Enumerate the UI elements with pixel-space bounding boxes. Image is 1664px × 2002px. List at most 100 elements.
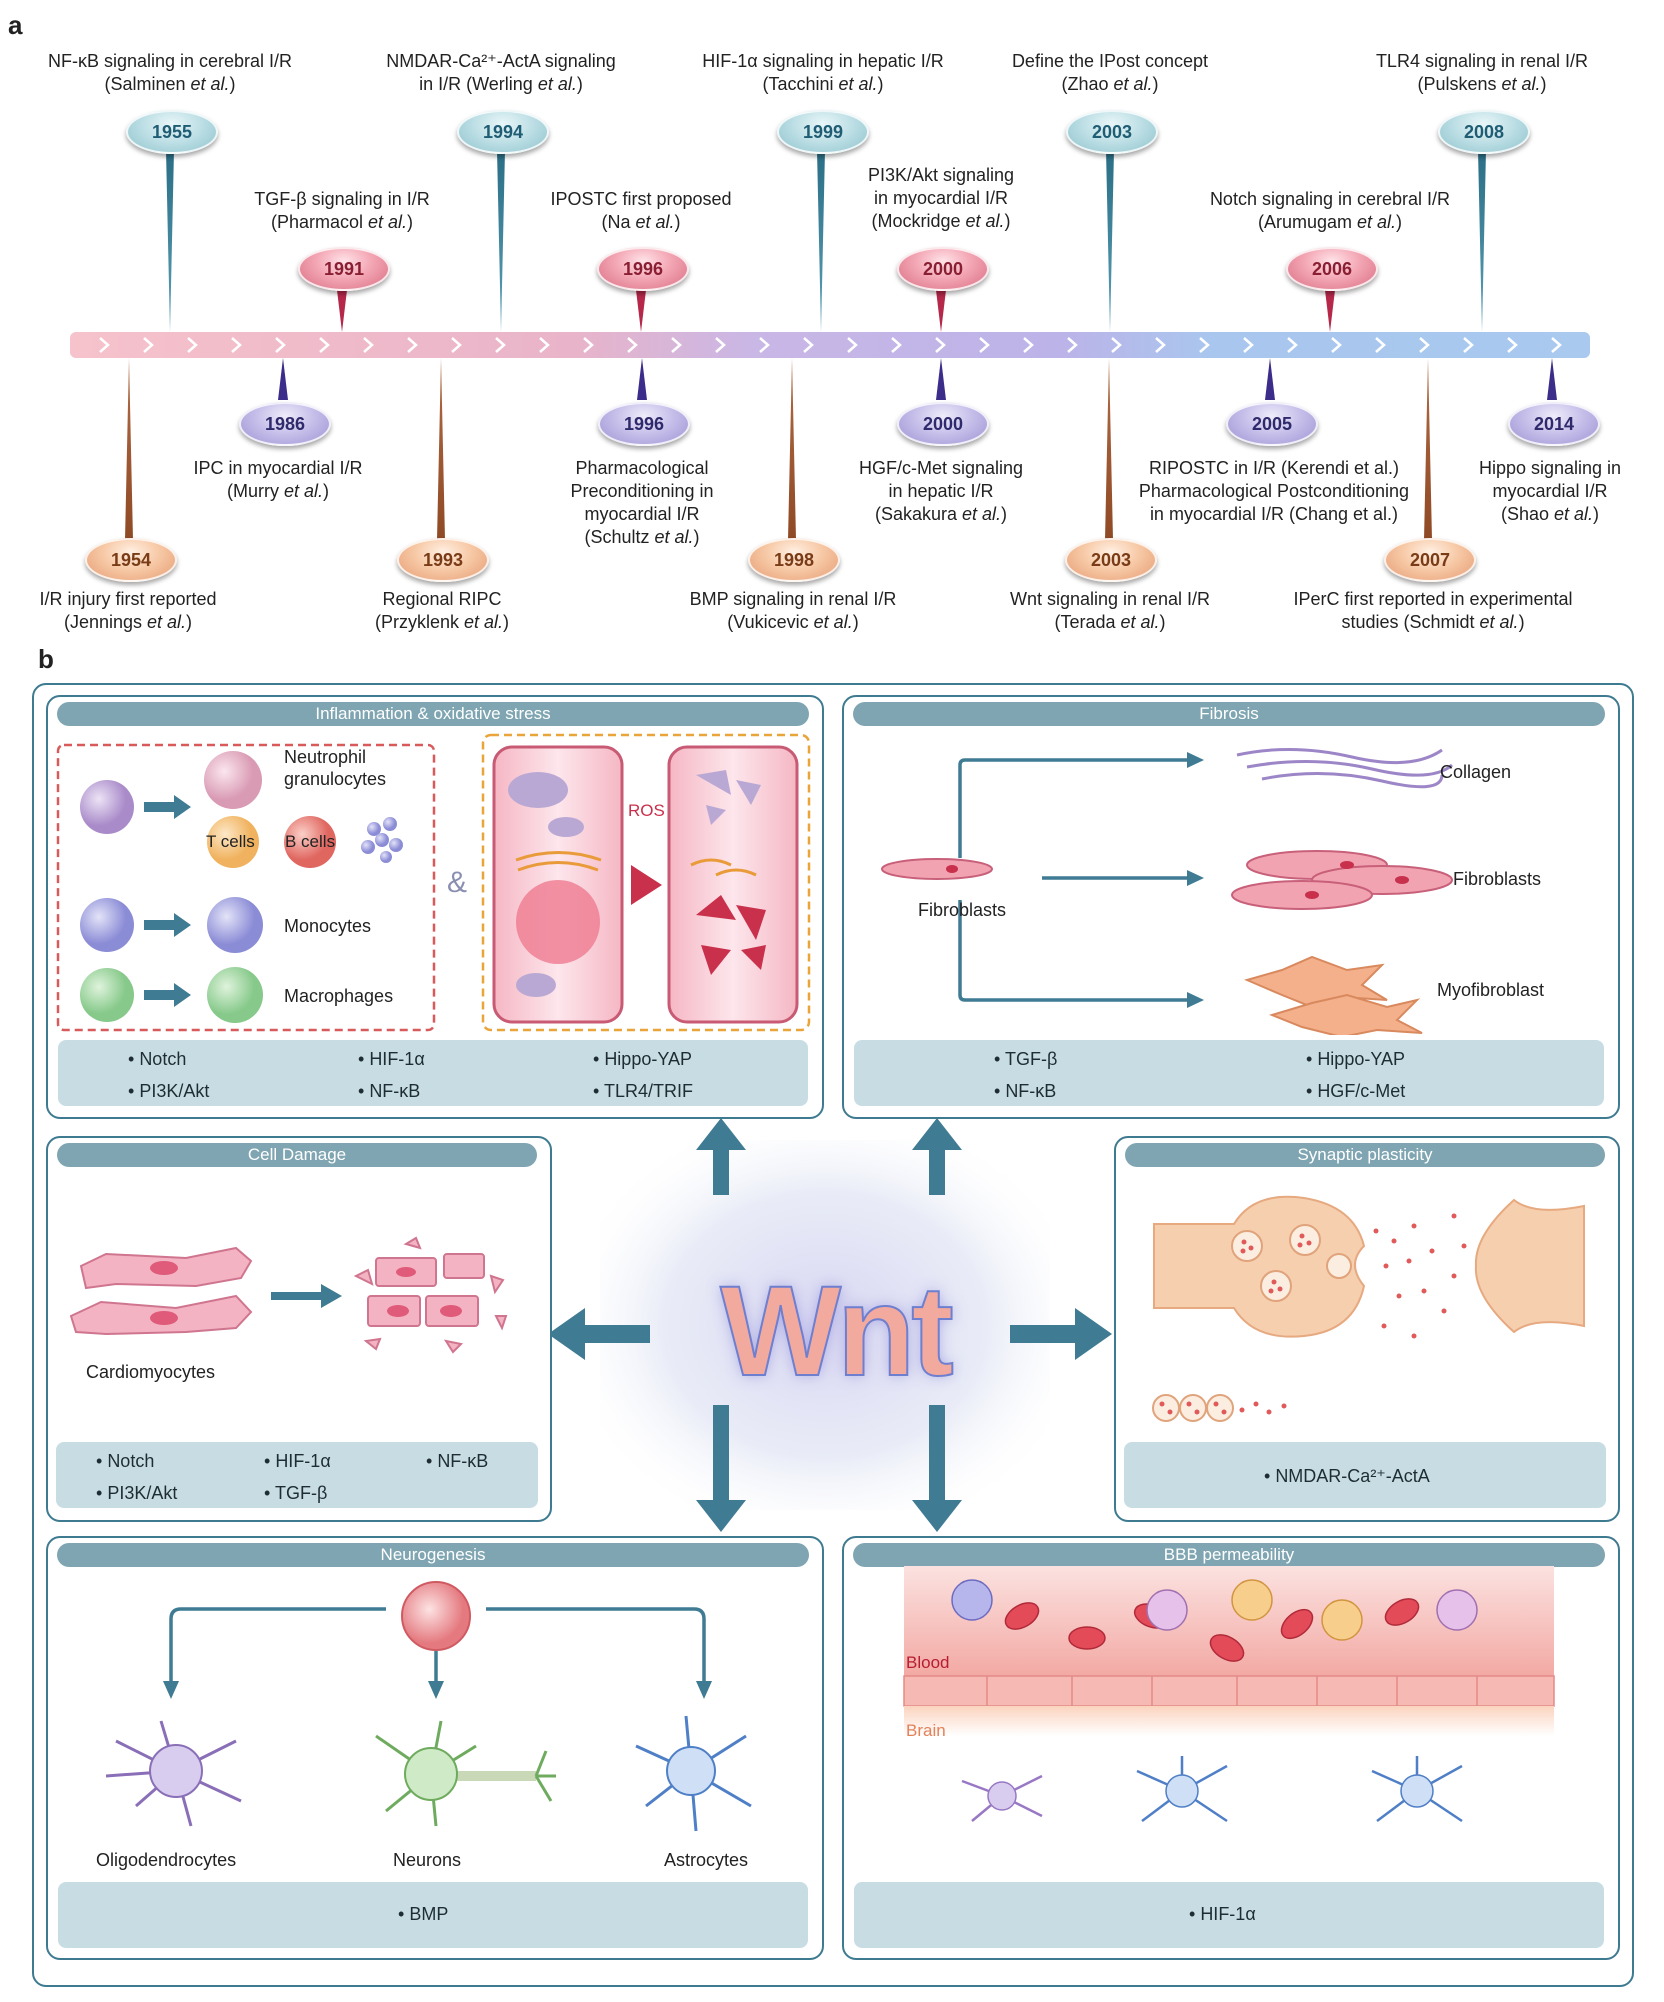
event-1999: HIF-1α signaling in hepatic I/R(Tacchini…: [702, 51, 944, 94]
year-badge-1996-bottom: 1996: [598, 402, 690, 446]
collagen-label: Collagen: [1440, 762, 1512, 782]
event-1954: I/R injury first reported(Jennings et al…: [39, 589, 217, 632]
bbb-neutrophil: [1146, 1589, 1188, 1631]
timeline-chevron: [715, 337, 726, 353]
signal-notch-cd: • Notch: [96, 1451, 155, 1471]
bbb-graphics: [903, 1566, 1555, 1823]
ros-label: ROS: [628, 801, 665, 820]
timeline-chevron: [1111, 337, 1122, 353]
timeline-chevron: [231, 337, 242, 353]
brain-parenchyma: [904, 1706, 1554, 1736]
timeline-chevron: [1155, 337, 1166, 353]
signal-nfkb: • NF-κB: [358, 1081, 421, 1101]
cell-damage-graphics: [69, 1236, 508, 1354]
signal-pi3k-akt-cd: • PI3K/Akt: [96, 1483, 178, 1503]
healthy-mitochondrion: [508, 772, 568, 808]
event-1993: Regional RIPC(Przyklenk et al.): [374, 589, 510, 632]
macrophages-label: Macrophages: [284, 986, 394, 1006]
event-1998: BMP signaling in renal I/R(Vukicevic et …: [689, 589, 897, 632]
signal-hippo-yap: • Hippo-YAP: [593, 1049, 693, 1069]
b-cell: [284, 816, 336, 868]
timeline-chevron: [143, 337, 154, 353]
neural-stem-cell: [401, 1581, 471, 1651]
event-2003-bottom: Wnt signaling in renal I/R(Terada et al.…: [1009, 589, 1211, 632]
timeline-chevron: [1287, 337, 1298, 353]
macrophage-precursor: [80, 968, 134, 1022]
cell-damage-title: Cell Damage: [57, 1143, 537, 1167]
year-badge-1986: 1986: [239, 402, 331, 446]
signal-nfkb-cd: • NF-κB: [426, 1451, 489, 1471]
year-badge-2000-top: 2000: [897, 247, 989, 291]
signal-pi3k-akt: • PI3K/Akt: [128, 1081, 210, 1101]
signal-hif1a: • HIF-1α: [358, 1049, 425, 1069]
synaptic-title: Synaptic plasticity: [1125, 1143, 1605, 1167]
neuron: [375, 1720, 556, 1827]
timeline-chevron: [187, 337, 198, 353]
healthy-nucleus: [516, 880, 600, 964]
ros-arrow: [631, 865, 662, 905]
fibrosis-graphics: [881, 747, 1454, 1035]
myofibroblast-label: Myofibroblast: [1437, 980, 1545, 1000]
signal-hif1a-cd: • HIF-1α: [264, 1451, 331, 1471]
year-badge-2006: 2006: [1286, 247, 1378, 291]
neurotransmitters: [1159, 1213, 1467, 1415]
signal-hgf-cmet: • HGF/c-Met: [1306, 1081, 1406, 1101]
damage-arrow: [271, 1284, 342, 1308]
arrow-down-right: [912, 1405, 962, 1532]
brain-label: Brain: [906, 1721, 946, 1740]
ros-box: [481, 733, 811, 1032]
damaged-cell: [667, 745, 799, 1024]
synaptic-vesicles: [1152, 1224, 1352, 1422]
timeline-chevron: [1067, 337, 1078, 353]
year-badge-2008: 2008: [1438, 110, 1530, 154]
timeline-chevron: [891, 337, 902, 353]
arrow-up-right: [912, 1118, 962, 1195]
inflammation-title: Inflammation & oxidative stress: [57, 702, 809, 726]
timeline-chevron: [1507, 337, 1518, 353]
macrophage-cell: [207, 967, 263, 1023]
arrow-left: [548, 1308, 650, 1360]
timeline-chevron: [1199, 337, 1210, 353]
collagen-fibers: [1236, 747, 1454, 789]
panel-label-a: a: [8, 10, 23, 40]
year-badge-1954: 1954: [85, 538, 177, 582]
year-badge-1998: 1998: [748, 538, 840, 582]
signal-tlr4-trif: • TLR4/TRIF: [593, 1081, 693, 1101]
synaptic-graphics: [1152, 1195, 1585, 1422]
neurogenesis-graphics: [105, 1581, 752, 1832]
neutrophil-label: Neutrophil granulocytes: [284, 747, 387, 789]
timeline-chevron: [979, 337, 990, 353]
timeline-chevron: [99, 337, 110, 353]
event-1955: NF-κB signaling in cerebral I/R(Salminen…: [47, 51, 293, 94]
timeline-chevron: [1463, 337, 1474, 353]
year-badge-1996-top: 1996: [597, 247, 689, 291]
signal-tgfb: • TGF-β: [994, 1049, 1058, 1069]
fibrosis-title: Fibrosis: [853, 702, 1605, 726]
signal-bmp: • BMP: [398, 1904, 449, 1924]
event-1991: TGF-β signaling in I/R(Pharmacol et al.): [254, 189, 430, 232]
timeline-chevron: [1375, 337, 1386, 353]
fibroblasts-source-label: Fibroblasts: [918, 900, 1007, 920]
neutrophil-cell: [204, 751, 262, 809]
immune-cells-box: [56, 743, 436, 1032]
timeline-chevron: [847, 337, 858, 353]
timeline-chevron: [671, 337, 682, 353]
astrocytes-label: Astrocytes: [664, 1850, 749, 1870]
timeline-chevron: [1331, 337, 1342, 353]
timeline-graphics: [70, 150, 1590, 540]
timeline-chevron: [583, 337, 594, 353]
stems-bottom-short: [278, 358, 1557, 400]
blood-label: Blood: [906, 1653, 950, 1672]
neurogenesis-arrows: [169, 1607, 706, 1681]
arrow-right: [1010, 1308, 1112, 1360]
timeline-chevron: [1551, 337, 1562, 353]
event-1996-top: IPOSTC first proposed(Na et al.): [550, 189, 732, 232]
signal-hippo-yap-fib: • Hippo-YAP: [1306, 1049, 1406, 1069]
year-badge-2003-top: 2003: [1066, 110, 1158, 154]
timeline-chevron: [275, 337, 286, 353]
